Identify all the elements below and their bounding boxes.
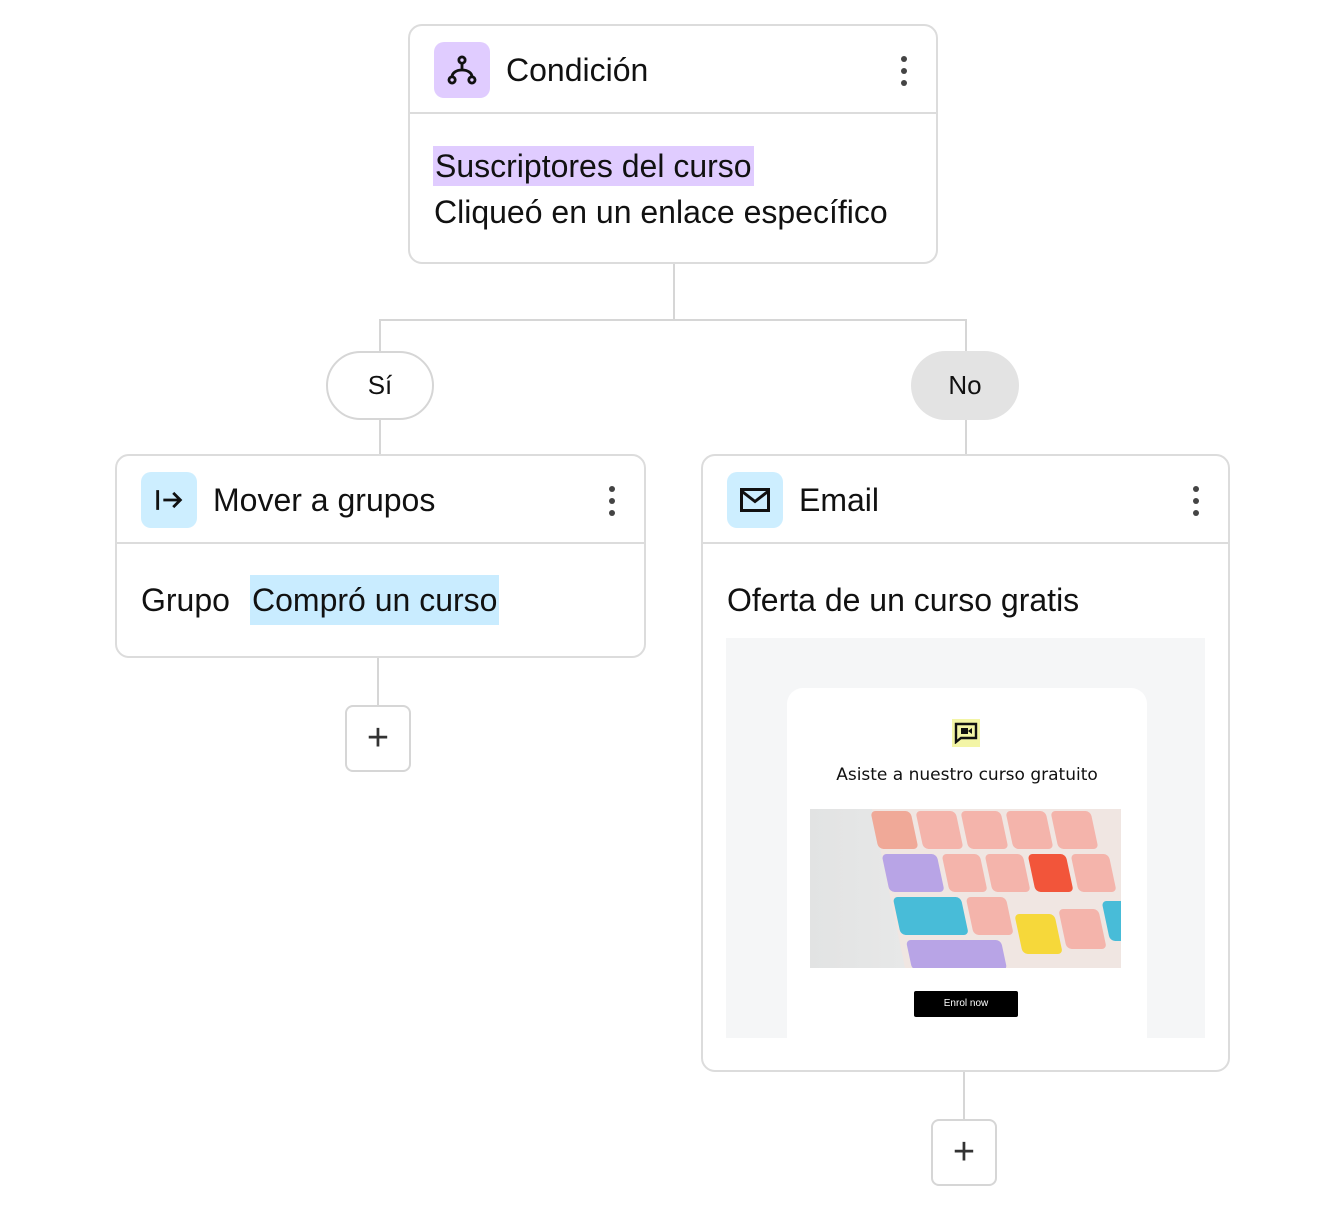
branch-no[interactable]: No [911, 351, 1019, 420]
enrol-now-button[interactable]: Enrol now [914, 991, 1018, 1017]
preview-content: Asiste a nuestro curso gratuito [787, 688, 1147, 1038]
email-preview[interactable]: Asiste a nuestro curso gratuito [726, 638, 1205, 1038]
condition-segment: Suscriptores del curso [433, 146, 754, 186]
connector [379, 319, 967, 321]
preview-heading: Asiste a nuestro curso gratuito [836, 765, 1098, 785]
branch-yes[interactable]: Sí [326, 351, 434, 420]
group-name: Compró un curso [250, 575, 500, 625]
video-chat-icon [952, 719, 980, 747]
keyboard-image [810, 809, 1121, 968]
connector [673, 264, 675, 321]
email-subject: Oferta de un curso gratis [727, 582, 1080, 618]
card-header: Email [703, 456, 1228, 544]
card-header: Mover a grupos [117, 456, 644, 544]
connector [963, 1072, 965, 1120]
mail-icon [727, 472, 783, 528]
card-header: Condición [410, 26, 936, 114]
email-card[interactable]: Email Oferta de un curso gratis Asiste a… [701, 454, 1230, 1072]
condition-card[interactable]: Condición Suscriptores del curso Cliqueó… [408, 24, 938, 264]
more-options-icon[interactable] [608, 486, 616, 516]
more-options-icon[interactable] [1192, 486, 1200, 516]
card-title: Email [799, 482, 880, 518]
card-title: Condición [506, 52, 649, 88]
branch-icon [434, 42, 490, 98]
add-step-button[interactable]: + [345, 705, 411, 772]
move-to-groups-card[interactable]: Mover a grupos Grupo Compró un curso [115, 454, 646, 658]
add-step-button[interactable]: + [931, 1119, 997, 1186]
move-to-group-icon [141, 472, 197, 528]
card-title: Mover a grupos [213, 482, 436, 518]
group-label: Grupo [141, 582, 230, 618]
connector [377, 658, 379, 706]
more-options-icon[interactable] [900, 56, 908, 86]
condition-rule: Cliqueó en un enlace específico [434, 194, 888, 230]
